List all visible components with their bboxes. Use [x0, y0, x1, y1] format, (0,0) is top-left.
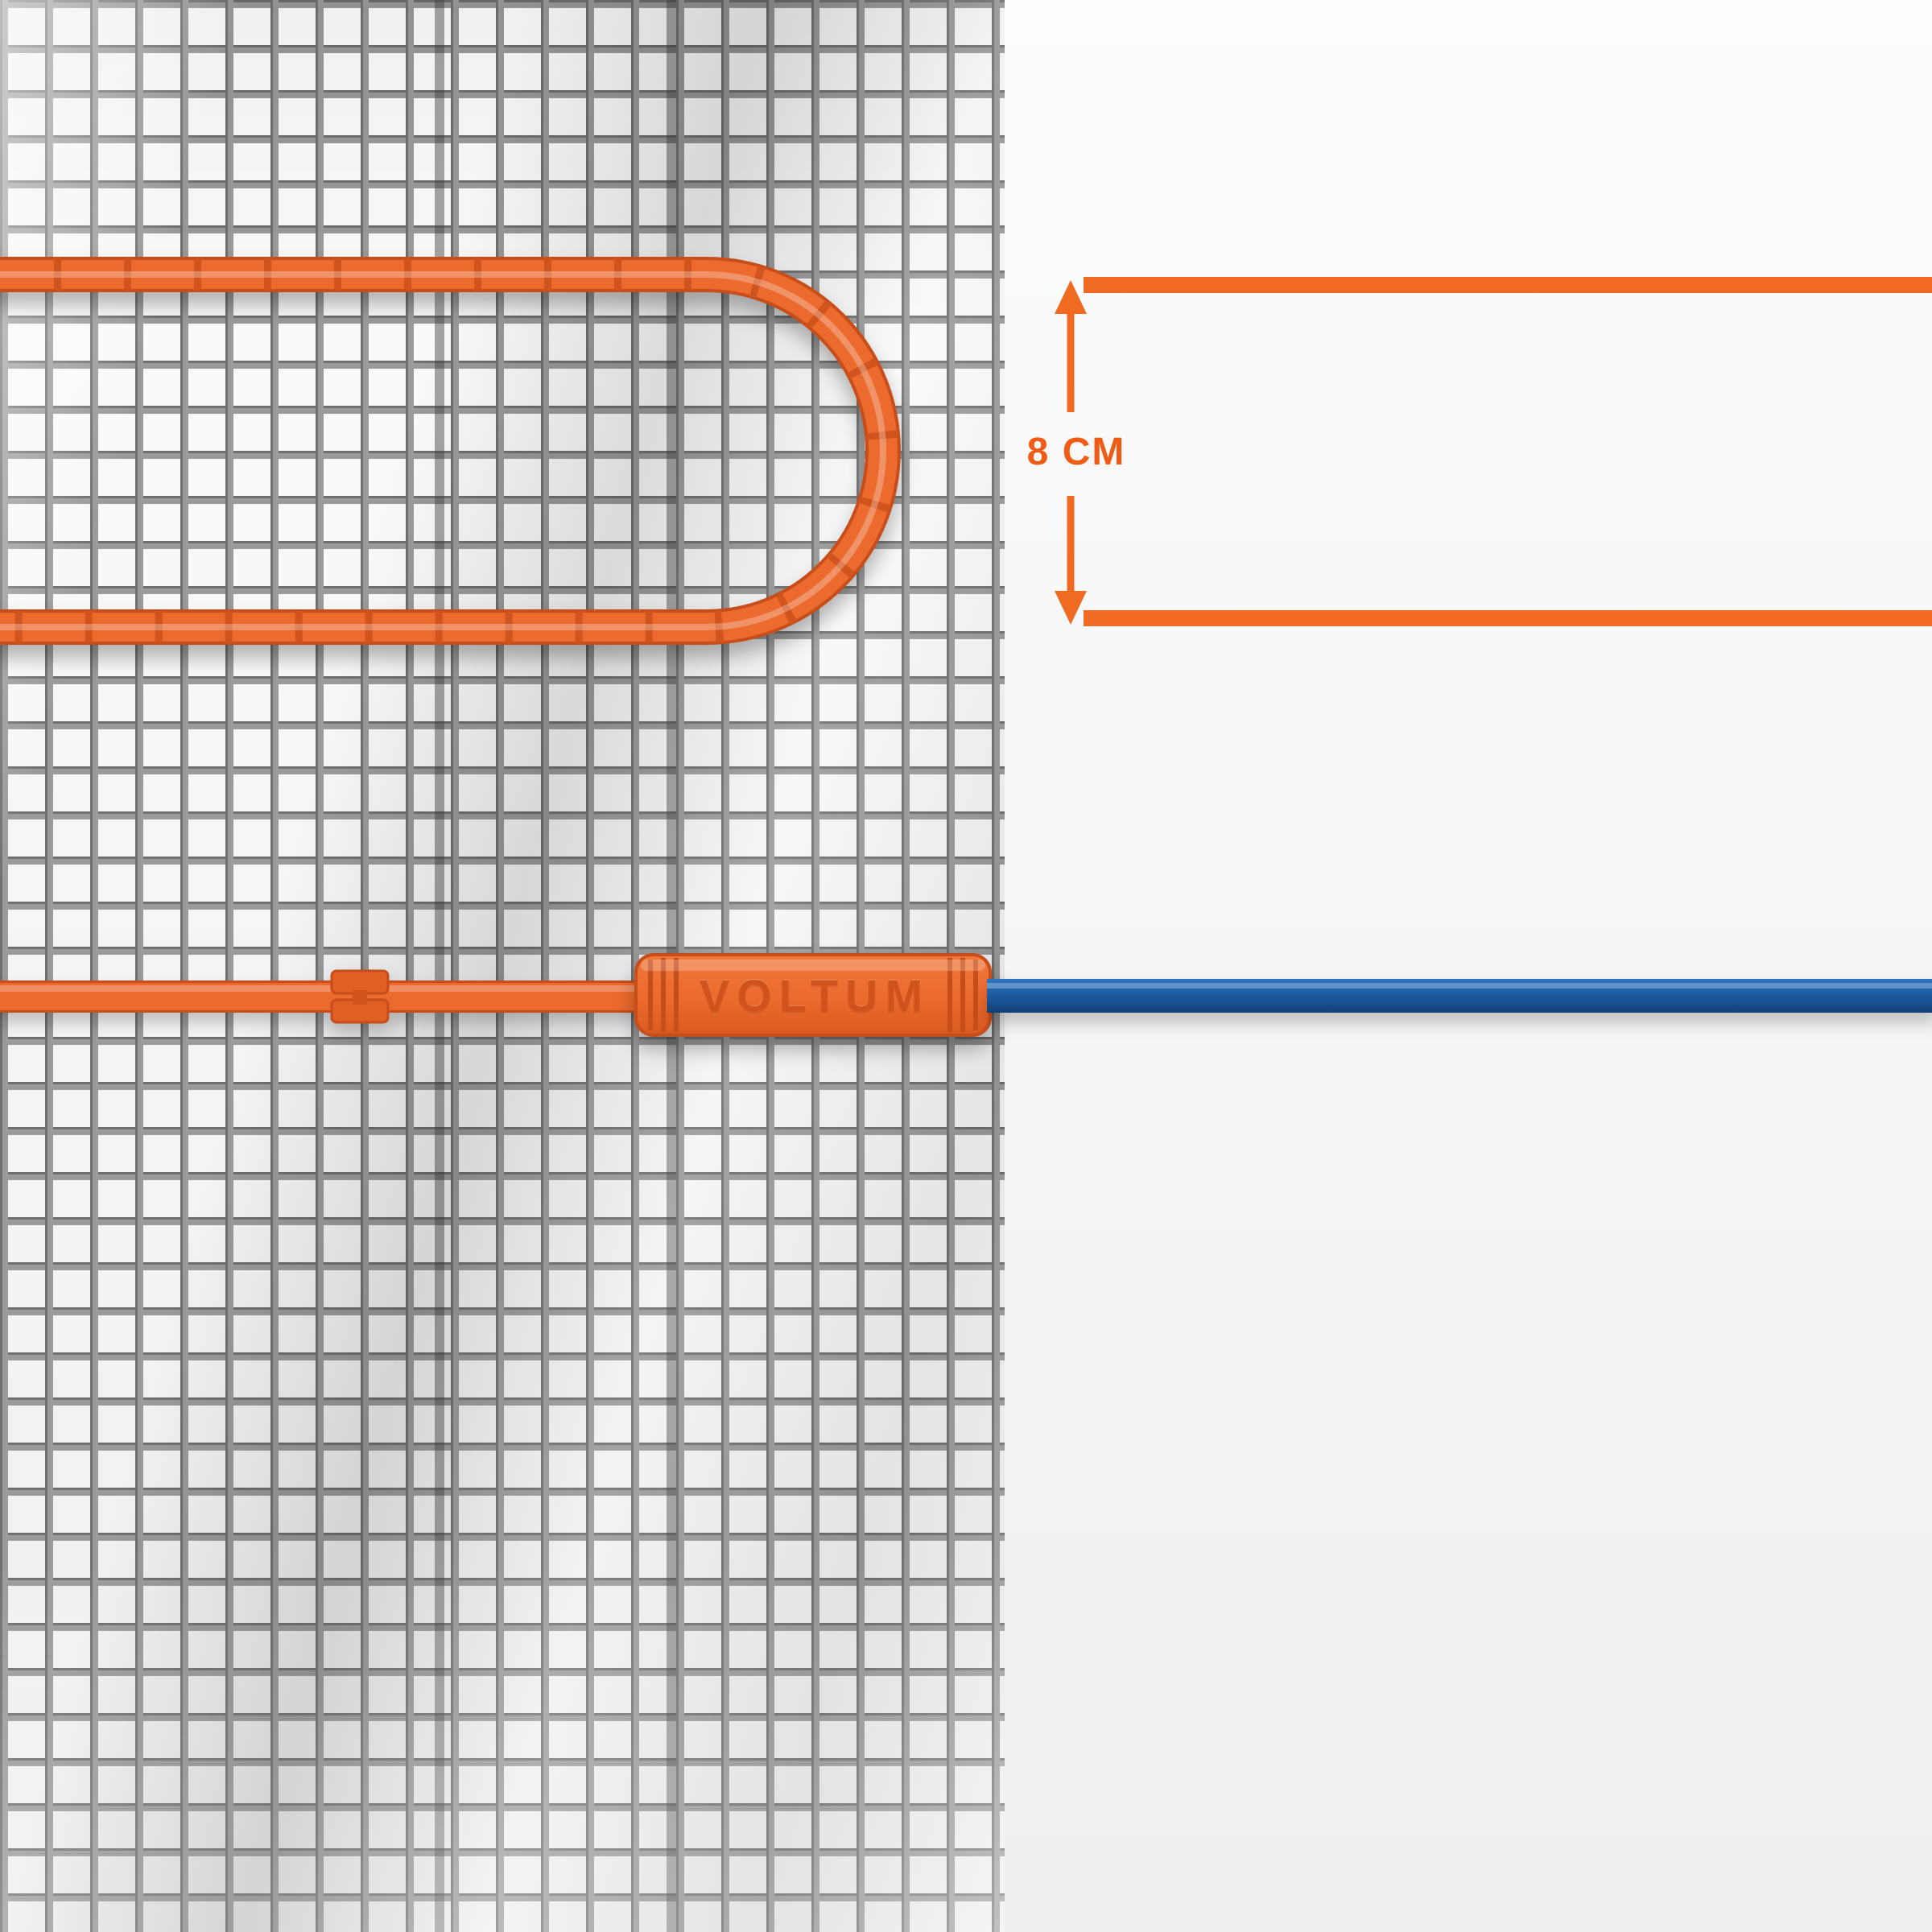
- dimension-annotation: [1055, 277, 1932, 626]
- dimension-arrowhead-up: [1055, 280, 1087, 314]
- splice-connector: [634, 953, 992, 1037]
- dimension-bottom-bar: [1084, 610, 1932, 626]
- brand-label: VOLTUM: [699, 970, 931, 1021]
- bottom-lead-cable: [0, 969, 652, 1024]
- cable-spiral-wrap: [0, 258, 899, 643]
- heating-cable-loop: [0, 257, 901, 645]
- dimension-label: 8 CM: [1026, 431, 1126, 473]
- dimension-arrowhead-down: [1055, 591, 1087, 625]
- cable-clip: [330, 969, 390, 1024]
- cold-lead-cable: [987, 979, 1932, 1013]
- dimension-top-bar: [1084, 277, 1932, 293]
